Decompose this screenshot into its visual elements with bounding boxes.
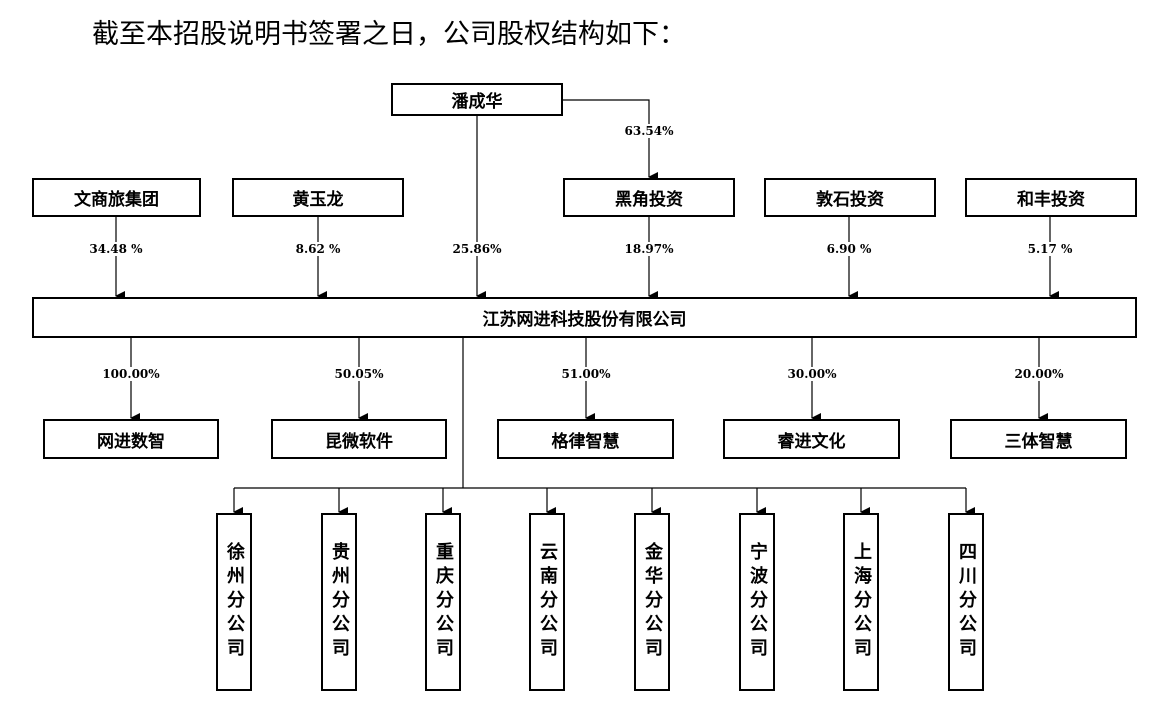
pct-ruijinwenhua: 30.00%	[785, 367, 839, 381]
subsidiary-kunweiruanjian: 昆微软件	[271, 419, 447, 459]
branch-shanghai: 上海分公司	[843, 513, 879, 691]
pct-heijiao: 18.97%	[622, 242, 676, 256]
pct-wangjinshuzhi: 100.00%	[100, 367, 162, 381]
shareholder-dunshi: 敦石投资	[764, 178, 936, 217]
page-heading: 截至本招股说明书签署之日，公司股权结构如下：	[92, 19, 686, 50]
branch-xuzhou: 徐州分公司	[216, 513, 252, 691]
shareholder-heijiao: 黑角投资	[563, 178, 735, 217]
subsidiary-santizhihui: 三体智慧	[950, 419, 1127, 459]
shareholder-hefeng: 和丰投资	[965, 178, 1137, 217]
pct-hefeng: 5.17 %	[1025, 242, 1075, 256]
branch-sichuan: 四川分公司	[948, 513, 984, 691]
company-box: 江苏网进科技股份有限公司	[32, 297, 1137, 338]
branch-jinhua: 金华分公司	[634, 513, 670, 691]
pct-santizhihui: 20.00%	[1012, 367, 1066, 381]
pct-pan-direct: 25.86%	[450, 242, 504, 256]
subsidiary-gelvzhihui: 格律智慧	[497, 419, 674, 459]
pct-dunshi: 6.90 %	[824, 242, 874, 256]
pct-gelvzhihui: 51.00%	[559, 367, 613, 381]
pct-huangyulong: 8.62 %	[293, 242, 343, 256]
controller-heijiao-pct: 63.54%	[622, 124, 676, 138]
branch-chongqing: 重庆分公司	[425, 513, 461, 691]
shareholder-wenshanglv: 文商旅集团	[32, 178, 201, 217]
subsidiary-wangjinshuzhi: 网进数智	[43, 419, 219, 459]
shareholder-huangyulong: 黄玉龙	[232, 178, 404, 217]
controller-box: 潘成华	[391, 83, 563, 116]
subsidiary-ruijinwenhua: 睿进文化	[723, 419, 900, 459]
pct-kunweiruanjian: 50.05%	[332, 367, 386, 381]
branch-ningbo: 宁波分公司	[739, 513, 775, 691]
pct-wenshanglv: 34.48 %	[87, 242, 145, 256]
branch-guizhou: 贵州分公司	[321, 513, 357, 691]
branch-yunnan: 云南分公司	[529, 513, 565, 691]
